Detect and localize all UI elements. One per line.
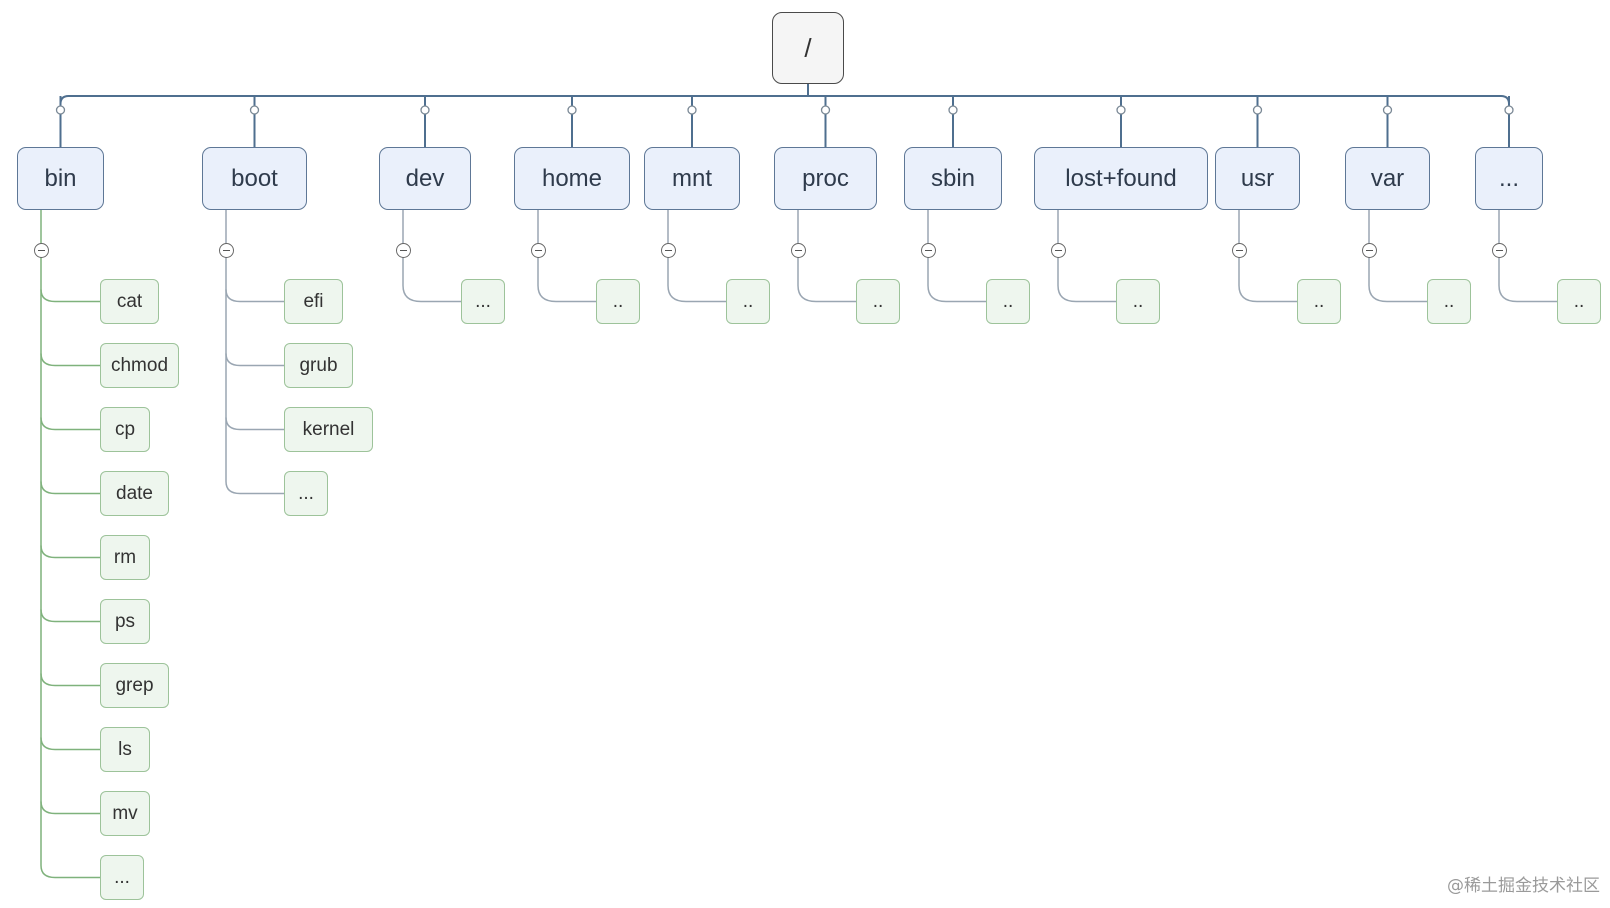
leaf-connector-var-0 [1368,250,1427,303]
directory-node-lost-found[interactable]: lost+found [1034,147,1208,210]
leaf-connector-home-0 [537,250,596,303]
connector-dot-sbin [948,105,958,115]
collapse-toggle-lost-found[interactable] [1050,242,1066,258]
connector-dot-dev [420,105,430,115]
leaf-node-boot-1[interactable]: grub [284,343,353,388]
directory-node-mnt[interactable]: mnt [644,147,740,210]
top-level-trunk-line [59,95,1510,110]
leaf-node-mnt-0[interactable]: .. [726,279,770,324]
leaf-node-usr-0[interactable]: .. [1297,279,1341,324]
leaf-node-proc-0[interactable]: .. [856,279,900,324]
collapse-toggle-usr[interactable] [1231,242,1247,258]
leaf-connector-lost-found-0 [1057,250,1116,303]
leaf-node-bin-0[interactable]: cat [100,279,159,324]
leaf-connector-bin-3 [40,481,100,495]
leaf-connector-bin-0 [40,289,100,303]
connector-dot-mnt [687,105,697,115]
directory-node-boot[interactable]: boot [202,147,307,210]
leaf-connector-bin-9 [40,865,100,879]
leaf-node-bin-4[interactable]: rm [100,535,150,580]
leaf-node-bin-6[interactable]: grep [100,663,169,708]
leaf-node-var-0[interactable]: .. [1427,279,1471,324]
root-directory-node[interactable]: / [772,12,844,84]
leaf-node-bin-8[interactable]: mv [100,791,150,836]
directory-node-proc[interactable]: proc [774,147,877,210]
directory-node-bin[interactable]: bin [17,147,104,210]
collapse-toggle-var[interactable] [1361,242,1377,258]
leaf-connector-usr-0 [1238,250,1297,303]
leaf-node-bin-3[interactable]: date [100,471,169,516]
leaf-connector-sbin-0 [927,250,986,303]
leaf-connector-dev-0 [402,250,461,303]
directory-node-dev[interactable]: dev [379,147,471,210]
connector-dot-proc [820,105,831,115]
leaf-connector-boot-3 [225,481,284,495]
connector-dot-boot [249,105,260,115]
leaf-node-home-0[interactable]: .. [596,279,640,324]
leaf-node-sbin-0[interactable]: .. [986,279,1030,324]
directory-node-home[interactable]: home [514,147,630,210]
collapse-toggle-home[interactable] [530,242,546,258]
collapse-toggle-proc[interactable] [790,242,806,258]
leaf-connector-boot-1 [225,353,284,367]
leaf-connector-boot-2 [225,417,284,431]
leaf-connector-bin-2 [40,417,100,431]
directory-node-more[interactable]: ... [1475,147,1543,210]
connector-dot-usr [1252,105,1263,115]
leaf-connector-bin-1 [40,353,100,367]
connector-dot-home [567,105,577,115]
collapse-toggle-dev[interactable] [395,242,411,258]
leaf-node-bin-5[interactable]: ps [100,599,150,644]
collapse-toggle-sbin[interactable] [920,242,936,258]
leaf-node-bin-9[interactable]: ... [100,855,144,900]
directory-node-sbin[interactable]: sbin [904,147,1002,210]
collapse-toggle-boot[interactable] [218,242,234,258]
leaf-node-boot-0[interactable]: efi [284,279,343,324]
leaf-connector-more-0 [1498,250,1557,303]
leaf-connector-bin-7 [40,737,100,751]
leaf-connector-bin-8 [40,801,100,815]
leaf-node-bin-2[interactable]: cp [100,407,150,452]
leaf-connector-mnt-0 [667,250,726,303]
connector-dot-more [1504,105,1514,115]
leaf-node-bin-1[interactable]: chmod [100,343,179,388]
collapse-toggle-bin[interactable] [33,242,49,258]
directory-node-usr[interactable]: usr [1215,147,1300,210]
leaf-node-more-0[interactable]: .. [1557,279,1601,324]
connector-dot-var [1382,105,1393,115]
collapse-toggle-more[interactable] [1491,242,1507,258]
leaf-connector-bin-6 [40,673,100,687]
leaf-node-boot-2[interactable]: kernel [284,407,373,452]
leaf-node-lost-found-0[interactable]: .. [1116,279,1160,324]
leaf-node-dev-0[interactable]: ... [461,279,505,324]
leaf-connector-boot-0 [225,289,284,303]
directory-node-var[interactable]: var [1345,147,1430,210]
connector-dot-bin [55,105,66,115]
leaf-connector-bin-5 [40,609,100,623]
leaf-node-bin-7[interactable]: ls [100,727,150,772]
connector-dot-lost-found [1116,105,1126,115]
leaf-node-boot-3[interactable]: ... [284,471,328,516]
leaf-connector-bin-4 [40,545,100,559]
collapse-toggle-mnt[interactable] [660,242,676,258]
leaf-connector-proc-0 [797,250,856,303]
watermark: @稀土掘金技术社区 [1447,876,1600,896]
